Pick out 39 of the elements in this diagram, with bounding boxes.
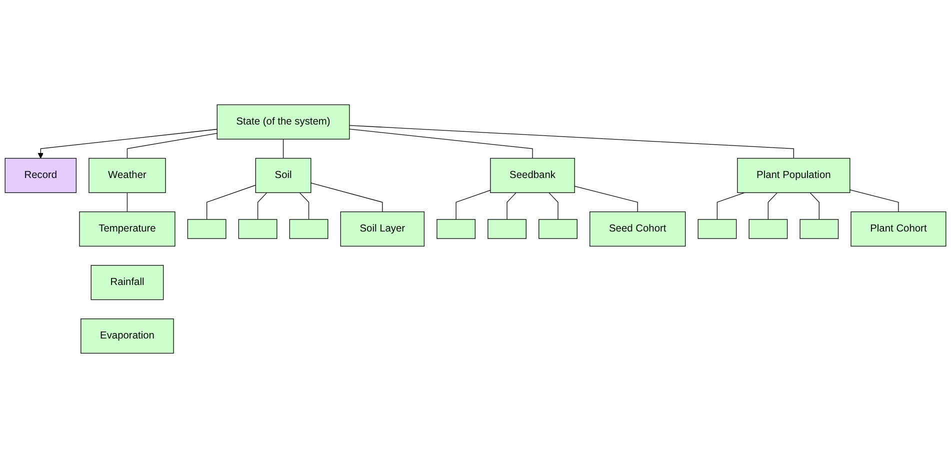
connector (349, 125, 794, 159)
node-box: Seed Cohort (590, 211, 686, 247)
node-box: Record (4, 158, 76, 193)
connector (574, 186, 638, 212)
node-box (698, 219, 737, 239)
node-box: Soil Layer (340, 211, 425, 247)
node-box: Seedbank (490, 158, 575, 193)
node-box (238, 219, 278, 239)
node-box: Rainfall (90, 265, 164, 300)
connector (206, 184, 256, 220)
node-box (488, 219, 526, 239)
node-box: Plant Population (737, 158, 850, 193)
arrow (38, 128, 218, 159)
node-box (289, 219, 328, 239)
node-box: Plant Cohort (850, 211, 946, 247)
connector (299, 192, 310, 220)
connector (126, 132, 218, 159)
connector (810, 192, 820, 220)
node-box (436, 219, 476, 239)
node-box (538, 219, 578, 239)
connector (349, 128, 533, 159)
node-box: Evaporation (80, 318, 174, 354)
node-box: Weather (88, 158, 166, 193)
node-box: Soil (255, 158, 312, 193)
node-box (800, 219, 839, 239)
connector (850, 190, 899, 212)
connector (548, 192, 558, 220)
node-box (187, 219, 226, 239)
node-box: Temperature (79, 211, 176, 247)
connector (126, 192, 128, 212)
connector (456, 190, 491, 220)
node-box (748, 219, 788, 239)
node-box: State (of the system) (216, 104, 350, 140)
connector (257, 192, 268, 220)
connector (768, 192, 778, 220)
connector (506, 192, 516, 220)
connector (282, 138, 284, 159)
connector (716, 192, 745, 220)
connector (310, 182, 383, 212)
